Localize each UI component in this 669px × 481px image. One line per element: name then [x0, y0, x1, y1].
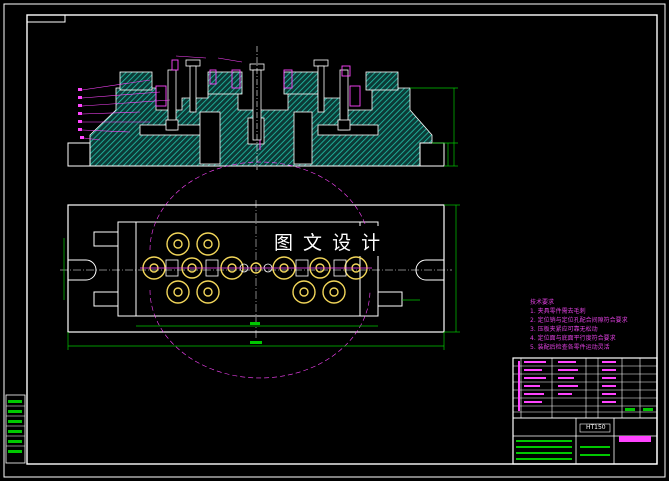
title-block: [512, 357, 658, 465]
note-item-2: 2. 定位销与定位孔配合间隙符合要求: [530, 317, 628, 324]
note-item-4: 4. 定位面与底面平行度符合要求: [530, 335, 616, 342]
watermark-text: 图 文 设 计: [274, 232, 383, 254]
note-item-3: 3. 压板夹紧应可靠无松动: [530, 326, 598, 333]
drawing-frame: [3, 3, 666, 478]
section-view: [67, 46, 458, 170]
technical-notes: 技术要求 1. 夹具零件需去毛刺 2. 定位销与定位孔配合间隙符合要求 3. 压…: [530, 298, 650, 352]
note-item-5: 5. 装配后检查各零件运动灵活: [530, 344, 610, 351]
revision-strip: [5, 394, 26, 464]
notes-title: 技术要求: [530, 299, 555, 306]
watermark-plate: [262, 226, 416, 256]
note-item-1: 1. 夹具零件需去毛刺: [530, 308, 586, 315]
plan-view: [60, 161, 460, 379]
drawing-code: HT150: [586, 424, 606, 431]
